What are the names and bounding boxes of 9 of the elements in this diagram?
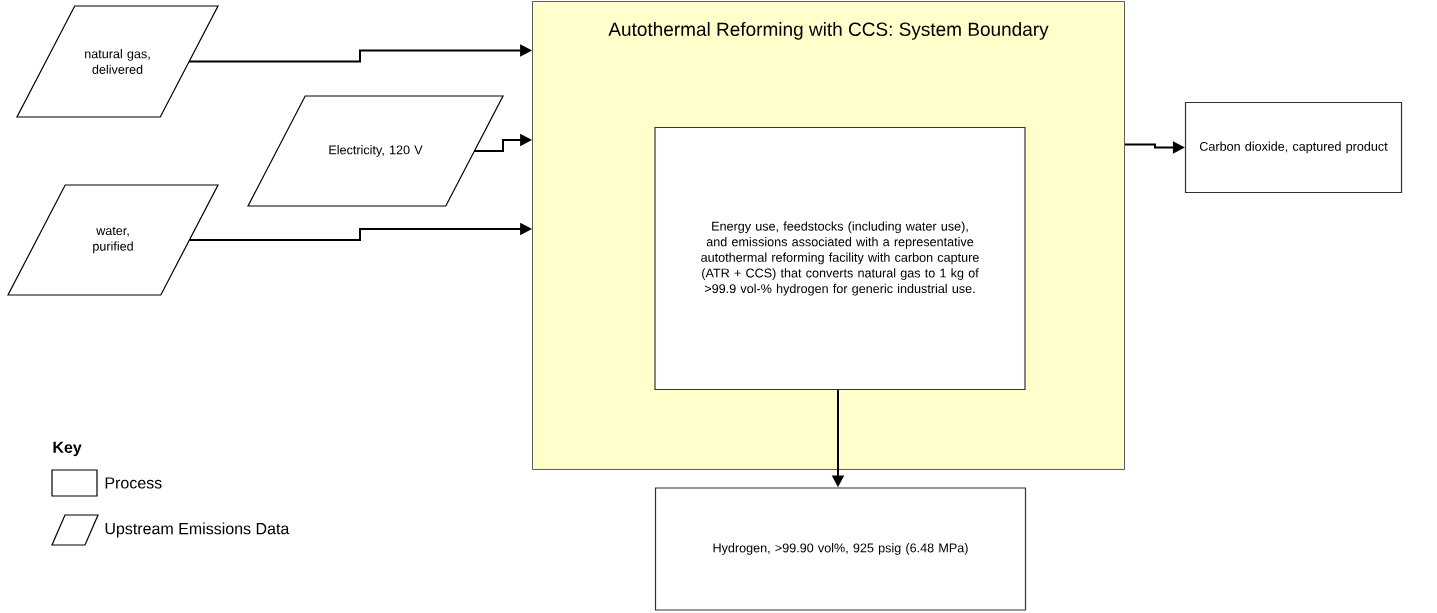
data-parallelogram: water, purified: [7, 184, 219, 296]
process-box: Hydrogen, >99.90 vol%, 925 psig (6.48 MPa): [654, 487, 1027, 611]
process-box: Carbon dioxide, captured product: [1184, 101, 1403, 194]
process-box: Energy use, feedstocks (including water use), and emissions associated with a representative autothermal reforming facility with carbon capture (ATR + CCS) that converts natural gas to 1 kg of >99.9 vol-% hydrogen for generic industrial use.: [654, 126, 1026, 391]
data-parallelogram: natural gas, delivered: [16, 5, 219, 118]
data-parallelogram: Electricity, 120 V: [247, 95, 504, 207]
legend-label: Process: [105, 477, 162, 489]
key-heading: Key: [53, 441, 82, 457]
legend-label: Upstream Emissions Data: [105, 522, 290, 538]
